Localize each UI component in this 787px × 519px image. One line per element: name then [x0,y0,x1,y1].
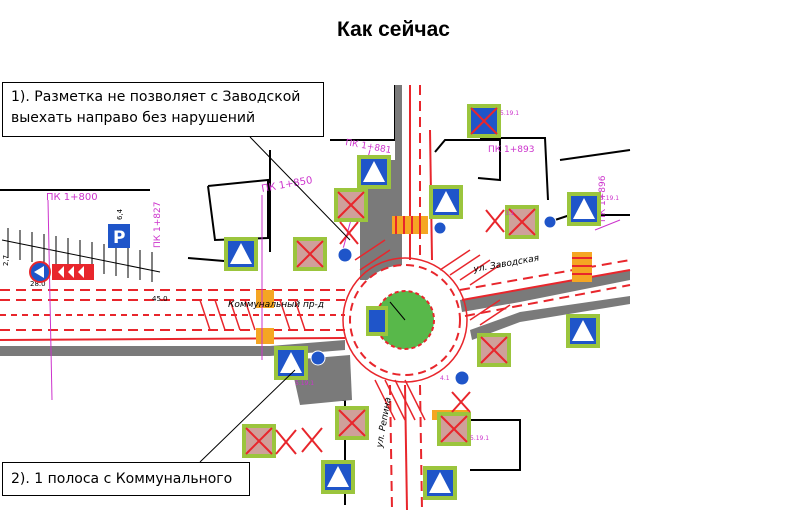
ped-sign-6 [321,460,355,494]
svg-text:4.1: 4.1 [440,375,450,382]
roundabout [342,257,468,383]
pk-1827-label: ПК 1+827 [153,202,163,248]
crossed-sign-4 [505,205,539,239]
crossed-sign-8 [242,424,276,458]
crossed-sign-2 [293,237,327,271]
ped-sign-7 [423,466,457,500]
ped-sign-4 [566,314,600,348]
ped-sign-1 [224,237,258,271]
pk-1800-label: ПК 1+800 [46,192,98,203]
ped-sign-9 [366,306,388,336]
crossed-out-signs [242,104,539,458]
parking-sign: P [108,224,130,248]
ped-sign-8 [357,155,391,189]
svg-text:5.19.1: 5.19.1 [470,435,489,442]
parking-sign-letter: P [113,228,125,248]
pedestrian-crossing-signs [224,155,601,500]
dim-64-label: 6,4 [116,208,124,220]
crosswalk-stripes [395,216,592,275]
street-kommunalny-label: Коммунальный пр-д [228,300,324,310]
crossed-sign-1 [334,188,368,222]
crossed-sign-7 [437,412,471,446]
ped-sign-5 [274,346,308,380]
crossed-sign-6 [335,406,369,440]
chevron-direction-sign [29,261,94,283]
removed-sign-marks [275,209,505,455]
svg-text:5.19.1: 5.19.1 [295,380,314,387]
page-title: Как сейчас [337,18,450,41]
pk-1893-label: ПК 1+893 [488,145,534,155]
street-zavodskaya-label: ул. Заводская [472,253,541,275]
distance-45-label: 45.0 [152,295,168,303]
svg-text:3.1: 3.1 [505,210,515,217]
pk-1850-label: ПК 1+850 [261,175,314,195]
callout-leaders [199,136,351,463]
callout-note-1: 1). Разметка не позволяет с Заводской вы… [2,82,324,137]
dim-27-label: 2,7 [2,255,10,266]
pk-1896-label: ПК 1+896 [598,175,608,222]
svg-text:5.19.1: 5.19.1 [500,110,519,117]
ped-sign-3 [567,192,601,226]
hatched-areas [199,239,511,421]
round-direction-signs [310,215,557,386]
sign-codes: 5.19.1 5.19.1 5.19.1 3.1 4.1 5.19.1 [295,110,619,442]
callout-note-2: 2). 1 полоса с Коммунального [2,462,250,496]
svg-text:5.19.1: 5.19.1 [600,195,619,202]
ped-sign-2 [429,185,463,219]
parking-rails [1,228,161,282]
lane-markings [0,85,631,511]
crossed-sign-5 [477,333,511,367]
crossed-sign-3 [467,104,501,138]
distance-28-label: 28.0 [30,280,46,288]
